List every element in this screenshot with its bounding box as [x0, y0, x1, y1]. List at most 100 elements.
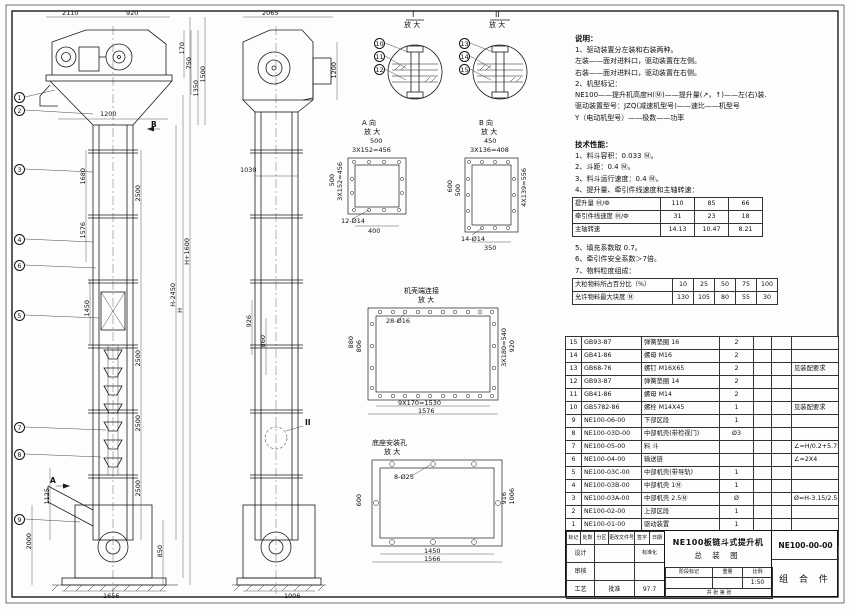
- note-line: 左装——面对进料口，驱动装置在左侧。: [575, 57, 701, 66]
- bom-qty: 2: [719, 388, 754, 402]
- drawing-code: NE100-00-00: [772, 531, 839, 560]
- bom-row: 15 GB93-87 弹簧垫圈 16 2: [565, 336, 839, 350]
- bom-note: [791, 479, 839, 493]
- view-A-marker: A: [50, 476, 56, 485]
- bom-code: GB5782-86: [581, 401, 642, 415]
- bom-row: 12 GB93-87 弹簧垫圈 14 2: [565, 375, 839, 389]
- bom-material: [753, 453, 772, 467]
- dim-label: 500: [454, 184, 462, 197]
- tech-line: 5、填充系数取 0.7。: [575, 244, 642, 252]
- part-callout: 8: [14, 449, 25, 460]
- cell: 签字: [634, 531, 650, 545]
- cell: [634, 562, 665, 581]
- bom-code: NE100-03D-00: [581, 427, 642, 441]
- bom-weight: [771, 505, 792, 519]
- particle-row: 大粒物料所占百分比（%） 10 25 50 75 100: [572, 278, 778, 292]
- bom-name: 输送链: [641, 453, 720, 467]
- bom-row: 13 GB68-76 螺钉 M16X65 2 见装配要求: [565, 362, 839, 376]
- bom-note: [791, 375, 839, 389]
- notes-lines: 1、驱动装置分左装和右装两种。左装——面对进料口，驱动装置在左侧。右装——面对进…: [575, 45, 767, 124]
- part-callout: 13: [459, 38, 470, 49]
- part-callout: 2: [14, 105, 25, 116]
- design-row: 设计 标准化: [566, 544, 665, 563]
- tech-line: 6、牵引件安全系数＞7倍。: [575, 255, 661, 264]
- bom-seq: 12: [565, 375, 582, 389]
- bom-weight: [771, 375, 792, 389]
- bom-note: [791, 505, 839, 519]
- cell: 10: [672, 278, 694, 292]
- bom-material: [753, 479, 772, 493]
- cell: [594, 562, 635, 581]
- scale-label: 比例: [742, 567, 773, 578]
- dim-label: 926: [245, 315, 253, 328]
- note-line: 2、机型标记：: [575, 79, 622, 88]
- bom-seq: 2: [565, 505, 582, 519]
- bom-name: 螺母 M14: [641, 388, 720, 402]
- cell: [594, 544, 635, 563]
- dim-label: 170: [178, 42, 186, 55]
- scale-value: 1:50: [742, 577, 773, 589]
- bom-code: NE100-02-00: [581, 505, 642, 519]
- bom-seq: 10: [565, 401, 582, 415]
- part-callout: 6: [14, 260, 25, 271]
- bom-name: 弹簧垫圈 16: [641, 336, 720, 350]
- dim-label: 1500: [199, 66, 207, 83]
- bom-weight: [771, 479, 792, 493]
- bom-note: ∠=2X4: [791, 453, 839, 467]
- audit-label: 审核: [566, 562, 595, 581]
- dim-label: 400: [368, 227, 381, 235]
- sheets-row: 共 张 第 张: [665, 588, 773, 599]
- tech-title: 技术性能：: [575, 140, 613, 149]
- bom-weight: [771, 414, 792, 428]
- dim-label: H: [176, 308, 184, 313]
- bom-qty: 1: [719, 479, 754, 493]
- bom-material: [753, 492, 772, 506]
- bom-code: NE100-03B-00: [581, 479, 642, 493]
- bom-name: 下部区段: [641, 414, 720, 428]
- bom-seq: 8: [565, 427, 582, 441]
- dim-label: 8-Ø25: [394, 473, 414, 481]
- bom-material: [753, 362, 772, 376]
- bom-note: [791, 388, 839, 402]
- centerlines: [112, 26, 277, 594]
- bom-qty: [719, 440, 754, 454]
- bom-row: 4 NE100-03B-00 中部机壳 1Ⓜ 1: [565, 479, 839, 493]
- cell: [712, 577, 743, 589]
- dim-label: 880: [347, 336, 355, 349]
- bom-weight: [771, 440, 792, 454]
- bom-seq: 5: [565, 466, 582, 480]
- bom-material: [753, 349, 772, 363]
- detail-A-flange: [347, 157, 407, 215]
- cell: 66: [728, 197, 763, 211]
- date-value: 97.7: [634, 580, 665, 599]
- note-line: Y（电动机型号）——极数——功率: [575, 113, 685, 122]
- bom-seq: 9: [565, 414, 582, 428]
- scale-row: 1:50: [665, 577, 773, 589]
- dim-label: 12-Ø14: [341, 217, 366, 225]
- drawing-name: NE100板链斗式提升机 总 装 图: [665, 531, 771, 567]
- bom-seq: 4: [565, 479, 582, 493]
- bom-code: NE100-06-00: [581, 414, 642, 428]
- bom-material: [753, 414, 772, 428]
- bom-note: [791, 427, 839, 441]
- bom-note: [791, 349, 839, 363]
- cell: 23: [694, 210, 729, 224]
- bom-row: 7 NE100-05-00 料 斗 ∠=H/0.2+5.75: [565, 440, 839, 454]
- detail-casing-end-connection: [367, 307, 499, 401]
- bom-row: 1 NE100-01-00 驱动装置 1: [565, 518, 839, 532]
- dim-label: 1450: [424, 547, 441, 555]
- bom-seq: 13: [565, 362, 582, 376]
- dim-label: 750: [185, 57, 193, 70]
- dim-label: 1200: [330, 62, 338, 79]
- detail-I-label: I: [412, 10, 415, 19]
- approve-label: 批准: [594, 580, 635, 599]
- cell: 55: [735, 291, 757, 305]
- stage-label: 阶段标记: [665, 567, 713, 578]
- callout-leaders: [24, 42, 494, 523]
- cell: 分区: [594, 531, 609, 545]
- detail-base-m'mounting-holes: [371, 459, 503, 547]
- bom-name: 上部区段: [641, 505, 720, 519]
- dim-label: 4X139=556: [520, 168, 528, 207]
- note-line: 右装——面对进料口，驱动装置在右侧。: [575, 68, 701, 77]
- dim-label: 2500: [134, 480, 142, 497]
